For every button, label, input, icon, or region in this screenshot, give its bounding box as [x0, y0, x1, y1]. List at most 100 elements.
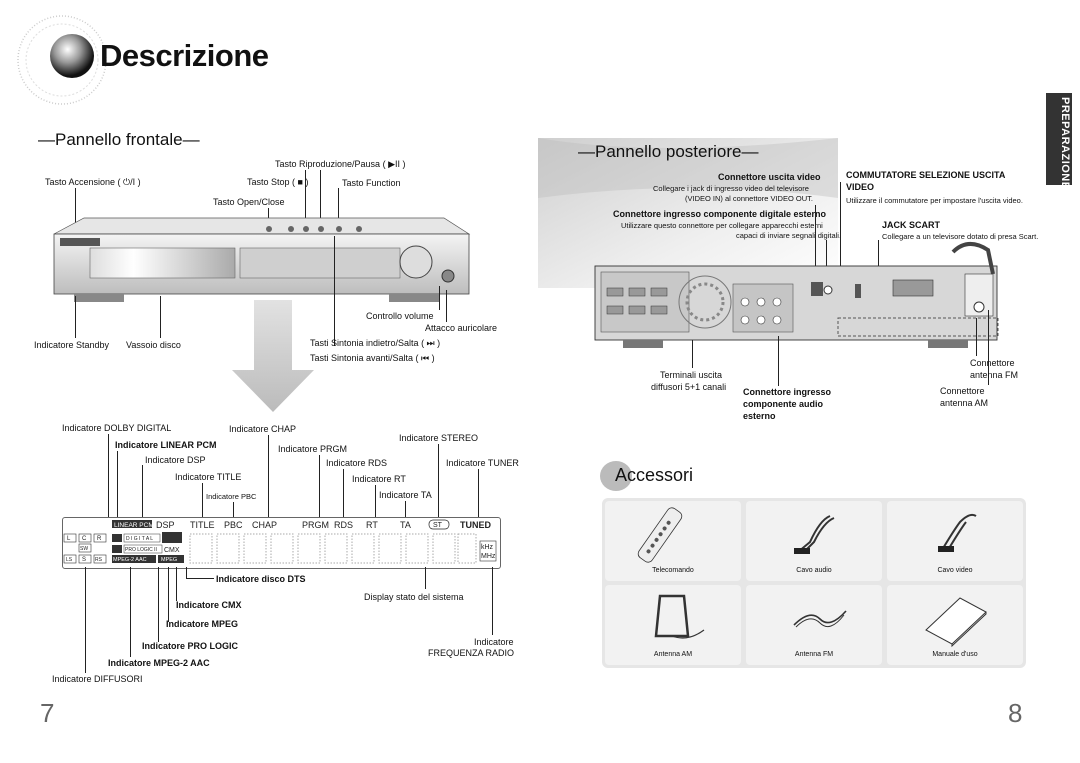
- video-switch-desc: Utilizzare il commutatore per impostare …: [846, 196, 1023, 205]
- remote-control-icon: [637, 507, 683, 563]
- svg-text:RS: RS: [95, 557, 103, 563]
- label-cmx: Indicatore CMX: [176, 600, 242, 610]
- rear-panel-background: [538, 138, 838, 288]
- rear-speakers-1: Terminali uscita: [660, 370, 723, 380]
- label-dts: Indicatore disco DTS: [216, 574, 306, 584]
- label-prologic: Indicatore PRO LOGIC: [142, 641, 239, 651]
- label-standby: Indicatore Standby: [34, 340, 110, 350]
- label-freq-1: Indicatore: [474, 637, 514, 647]
- label-freq-2: FREQUENZA RADIO: [428, 648, 515, 658]
- top-row-1: TITLE: [190, 520, 215, 530]
- label-power: Tasto Accensione ( ⏻/I ): [45, 177, 141, 187]
- rear-fm-2: antenna FM: [970, 370, 1019, 380]
- label-tray: Vassoio disco: [126, 340, 181, 350]
- top-row-6: RT: [366, 520, 378, 530]
- accessory-label-video-cable: Cavo video: [937, 567, 973, 574]
- label-tuner: Indicatore TUNER: [446, 458, 519, 468]
- svg-text:L: L: [67, 536, 71, 542]
- accessory-cell-video-cable: [887, 501, 1023, 581]
- accessory-cell-fm-antenna: [746, 585, 882, 665]
- page-title: Descrizione: [100, 38, 269, 73]
- am-antenna-icon: [654, 594, 705, 639]
- rear-panel-drawing: [594, 242, 999, 348]
- svg-text:CMX: CMX: [164, 547, 180, 554]
- manual-icon: [925, 597, 987, 648]
- label-function: Tasto Function: [342, 178, 401, 188]
- top-row-7: TA: [400, 520, 411, 530]
- page-number-right: 8: [1008, 698, 1023, 728]
- accessory-label-am-antenna: Antenna AM: [653, 651, 693, 658]
- rear-panel-heading: —Pannello posteriore—: [578, 142, 759, 161]
- accessory-label-audio-cable: Cavo audio: [796, 567, 832, 574]
- label-lpcm: Indicatore LINEAR PCM: [115, 440, 217, 450]
- display-panel-drawing: LINEAR PCM DSP TITLE PBC CHAP PRGM RDS R…: [63, 519, 497, 564]
- rear-audio-in-3: esterno: [743, 411, 776, 421]
- label-open-close: Tasto Open/Close: [213, 197, 285, 207]
- label-chap: Indicatore CHAP: [229, 424, 297, 434]
- label-play-pause: Tasto Riproduzione/Pausa ( ▶II ): [275, 159, 406, 169]
- svg-text:MPEG: MPEG: [161, 557, 177, 563]
- lpcm-indicator: LINEAR PCM: [114, 522, 154, 529]
- label-component: Connettore ingresso componente digitale …: [613, 209, 827, 219]
- scart-desc: Collegare a un televisore dotato di pres…: [882, 232, 1039, 241]
- accessory-label-fm-antenna: Antenna FM: [794, 651, 834, 658]
- accessory-label-manual: Manuale d'uso: [932, 651, 978, 658]
- label-scart: JACK SCART: [882, 220, 941, 230]
- accessory-label-remote: Telecomando: [652, 567, 694, 574]
- fm-antenna-icon: [793, 610, 847, 628]
- label-stop: Tasto Stop ( ■ ): [247, 177, 309, 187]
- label-dsp: Indicatore DSP: [145, 455, 206, 465]
- title-disc-graphic: [17, 15, 107, 105]
- label-stereo: Indicatore STEREO: [399, 433, 479, 443]
- rear-speakers-2: diffusori 5+1 canali: [651, 382, 727, 392]
- label-tune-down: Tasti Sintonia indietro/Salta ( ⏭ ): [310, 338, 441, 348]
- video-cable-icon: [938, 513, 977, 552]
- side-tab: PREPARAZIONE: [1046, 93, 1072, 190]
- label-rds: Indicatore RDS: [326, 458, 388, 468]
- rear-am-2: antenna AM: [940, 398, 989, 408]
- label-status: Display stato del sistema: [364, 592, 464, 602]
- svg-text:LS: LS: [66, 557, 73, 563]
- label-ta: Indicatore TA: [379, 490, 432, 500]
- label-prgm: Indicatore PRGM: [278, 444, 348, 454]
- rear-audio-in-1: Connettore ingresso: [743, 387, 832, 397]
- label-volume: Controllo volume: [366, 311, 434, 321]
- label-title: Indicatore TITLE: [175, 472, 242, 482]
- top-row-0: DSP: [156, 520, 175, 530]
- label-video-switch-2: VIDEO: [846, 182, 875, 192]
- label-dolby: Indicatore DOLBY DIGITAL: [62, 423, 172, 433]
- label-pbc: Indicatore PBC: [206, 492, 257, 501]
- front-panel-drawing: [53, 217, 471, 302]
- label-rt: Indicatore RT: [352, 474, 406, 484]
- video-out-desc-2: (VIDEO IN) al connettore VIDEO OUT.: [685, 194, 813, 203]
- label-mpeg: Indicatore MPEG: [166, 619, 239, 629]
- rear-am-1: Connettore: [940, 386, 985, 396]
- accessories-heading: Accessori: [615, 465, 694, 485]
- label-video-out: Connettore uscita video: [718, 172, 821, 182]
- top-row-9: TUNED: [460, 520, 491, 530]
- top-row-8: ST: [433, 522, 443, 529]
- svg-text:C: C: [82, 536, 87, 542]
- label-video-switch-1: COMMUTATORE SELEZIONE USCITA: [846, 170, 1006, 180]
- label-mpeg2aac: Indicatore MPEG-2 AAC: [108, 658, 210, 668]
- arrow-down-icon: [232, 300, 314, 412]
- video-out-desc-1: Collegare i jack di ingresso video del t…: [653, 184, 809, 193]
- top-row-2: PBC: [224, 520, 243, 530]
- svg-text:S: S: [82, 557, 86, 563]
- label-tune-up: Tasti Sintonia avanti/Salta ( ⏮ ): [310, 353, 435, 363]
- svg-text:SW: SW: [80, 546, 88, 552]
- component-desc-2: capaci di inviare segnali digitali.: [736, 231, 842, 240]
- svg-text:R: R: [97, 536, 102, 542]
- label-headphone: Attacco auricolare: [425, 323, 498, 333]
- page-number-left: 7: [40, 698, 55, 728]
- svg-text:D I G I T A L: D I G I T A L: [126, 536, 153, 542]
- svg-text:MPEG-2 AAC: MPEG-2 AAC: [113, 557, 147, 563]
- front-panel-heading: —Pannello frontale—: [38, 130, 200, 149]
- accessori-badge: [600, 461, 632, 491]
- svg-text:MHz: MHz: [481, 553, 496, 560]
- component-desc-1: Utilizzare questo connettore per collega…: [621, 221, 823, 230]
- svg-text:kHz: kHz: [481, 544, 494, 551]
- top-row-5: RDS: [334, 520, 353, 530]
- top-row-4: PRGM: [302, 520, 329, 530]
- label-speakers: Indicatore DIFFUSORI: [52, 674, 143, 684]
